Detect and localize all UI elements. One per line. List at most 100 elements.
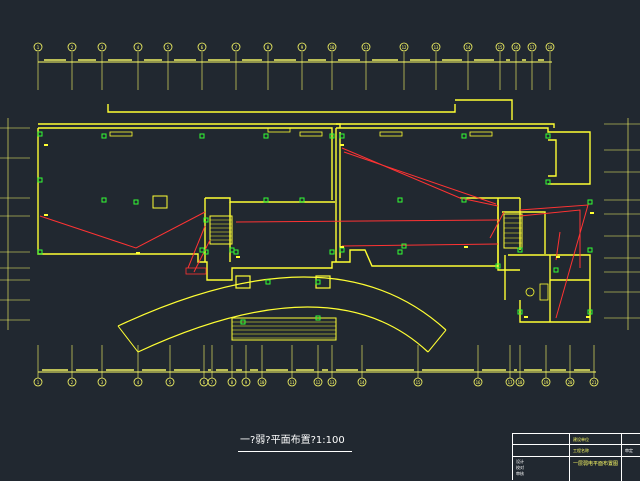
axis-label: 13 [330, 380, 335, 385]
device-tag [464, 246, 468, 248]
axis-label: 18 [518, 380, 523, 385]
wall-segment [336, 123, 555, 128]
device-tag [590, 212, 594, 214]
axis-label: 6 [201, 45, 204, 50]
outlet-marker [37, 131, 43, 137]
axis-bubble [163, 42, 173, 52]
axis-bubble [327, 42, 337, 52]
axis-label: 5 [169, 380, 172, 385]
device-tag [136, 252, 140, 254]
axis-bubble [511, 42, 521, 52]
device-tag [524, 316, 528, 318]
cable-run [235, 219, 499, 223]
axis-bubble [399, 42, 409, 52]
canopy-edge [117, 325, 139, 353]
outlet-marker [587, 309, 593, 315]
dimension-text [322, 369, 328, 371]
axis-bubble [97, 42, 107, 52]
outlet-marker [101, 133, 107, 139]
title-block-field: 设计 [516, 459, 524, 464]
dimension-text [266, 369, 288, 371]
outlet-marker [199, 247, 205, 253]
wall-segment [548, 139, 557, 177]
title-block-divider [621, 434, 622, 481]
stair [503, 213, 523, 249]
cable-run [555, 231, 561, 261]
axis-bubble [33, 42, 43, 52]
axis-label: 11 [290, 380, 295, 385]
axis-bubble [257, 377, 267, 387]
axis-bubble [541, 377, 551, 387]
axis-label: 2 [71, 380, 74, 385]
dimension-text [550, 369, 566, 371]
axis-label: 21 [592, 380, 597, 385]
axis-bubble [241, 377, 251, 387]
dimension-text [208, 59, 230, 61]
dimension-text [208, 369, 211, 371]
outlet-marker [461, 197, 467, 203]
outlet-marker [587, 199, 593, 205]
cable-run [341, 243, 499, 247]
title-block-field: 工程名称 [573, 448, 589, 453]
cable-run [519, 209, 581, 268]
axis-label: 7 [211, 380, 214, 385]
dimension-text [142, 369, 166, 371]
outlet-marker [553, 267, 559, 273]
device-tag [340, 144, 344, 146]
outlet-marker [545, 179, 551, 185]
outlet-marker [587, 247, 593, 253]
wall-segment [38, 127, 333, 200]
axis-bubble [361, 42, 371, 52]
axis-bubble [589, 377, 599, 387]
window [379, 131, 403, 137]
dimension-text [174, 59, 196, 61]
axis-bubble [545, 42, 555, 52]
dimension-text [236, 369, 242, 371]
outlet-marker [263, 197, 269, 203]
axis-bubble [495, 42, 505, 52]
dimension-text [144, 59, 162, 61]
axis-bubble [133, 377, 143, 387]
axis-label: 3 [101, 45, 104, 50]
canopy-outer [117, 276, 447, 331]
cable-run [343, 151, 497, 205]
axis-label: 12 [316, 380, 321, 385]
dimension-text [422, 369, 474, 371]
title-block-field: 审定 [625, 448, 633, 453]
outlet-marker [517, 309, 523, 315]
dimension-text [482, 369, 506, 371]
axis-label: 1 [37, 380, 40, 385]
dimension-text [250, 369, 258, 371]
axis-label: 12 [402, 45, 407, 50]
outlet-marker [545, 133, 551, 139]
dimension-text [524, 369, 542, 371]
axis-bubble [313, 377, 323, 387]
title-block-rule [513, 444, 640, 445]
title-block: 建设单位 工程名称 一层弱电平面布置图 设计 校对 审核 审定 [512, 433, 640, 481]
outlet-marker [401, 243, 407, 249]
device-tag [586, 316, 590, 318]
dimension-text [474, 59, 494, 61]
dimension-text [274, 59, 296, 61]
outlet-marker [233, 249, 239, 255]
axis-bubble [67, 42, 77, 52]
outlet-marker [37, 249, 43, 255]
outlet-marker [315, 279, 321, 285]
axis-label: 10 [330, 45, 335, 50]
axis-label: 15 [498, 45, 503, 50]
axis-label: 3 [101, 380, 104, 385]
axis-label: 7 [235, 45, 238, 50]
outlet-marker [101, 197, 107, 203]
wall-segment [502, 211, 546, 254]
outlet-marker [203, 217, 209, 223]
dimension-text [242, 59, 262, 61]
axis-label: 14 [466, 45, 471, 50]
axis-label: 4 [137, 380, 140, 385]
outlet-marker [329, 133, 335, 139]
axis-bubble [463, 42, 473, 52]
axis-label: 17 [508, 380, 513, 385]
outlet-marker [263, 133, 269, 139]
axis-bubble [133, 42, 143, 52]
title-block-field: 审核 [516, 471, 524, 476]
